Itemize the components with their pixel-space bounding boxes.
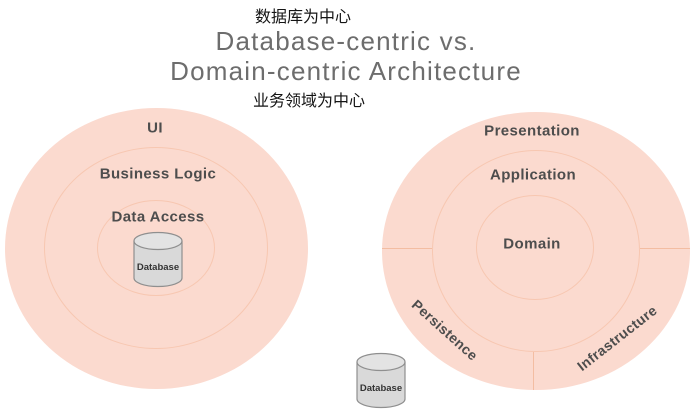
database-centric-diagram: UI Business Logic Data Access Database xyxy=(5,108,308,389)
title-line-1: Database-centric vs. xyxy=(215,26,477,56)
segment-divider-bottom xyxy=(533,352,534,390)
label-data-access: Data Access xyxy=(111,208,205,226)
label-application: Application xyxy=(489,166,577,184)
database-cylinder-icon: Database xyxy=(133,231,183,288)
segment-divider-left xyxy=(382,248,432,249)
caption-database-centric-zh: 数据库为中心 xyxy=(254,9,352,26)
label-domain: Domain xyxy=(503,235,561,253)
title-line-2: Domain-centric Architecture xyxy=(170,56,522,86)
database-label: Database xyxy=(360,383,402,394)
label-business-logic: Business Logic xyxy=(99,165,217,183)
database-label: Database xyxy=(137,262,179,273)
ring-domain xyxy=(476,195,594,300)
label-ui: UI xyxy=(147,119,163,137)
domain-centric-diagram: Presentation Application Domain Persiste… xyxy=(382,112,690,390)
caption-domain-centric-zh: 业务领域为中心 xyxy=(252,93,366,110)
external-database-cylinder-icon: Database xyxy=(356,352,406,409)
page-title: Database-centric vs. Domain-centric Arch… xyxy=(170,26,522,86)
label-presentation: Presentation xyxy=(484,122,580,140)
segment-divider-right xyxy=(640,248,690,249)
